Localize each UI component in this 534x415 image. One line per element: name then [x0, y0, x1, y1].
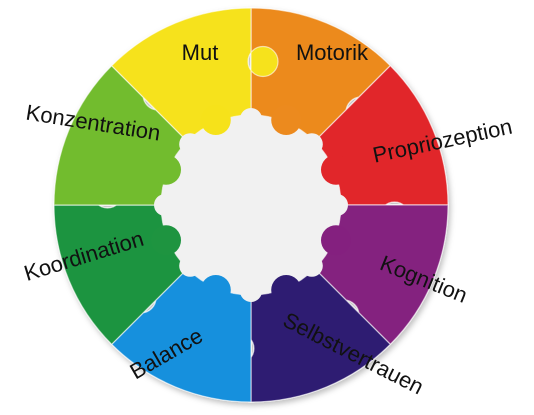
ring [53, 7, 449, 403]
inner-notch [326, 194, 348, 216]
inner-notch [240, 280, 262, 302]
inner-notch [240, 108, 262, 130]
inner-notch [300, 133, 323, 156]
label-mut: Mut [182, 40, 219, 65]
inner-notch [300, 254, 323, 277]
inner-knob [151, 154, 181, 185]
center-hole [161, 115, 341, 295]
inner-knob [200, 105, 231, 135]
inner-knob [271, 275, 302, 305]
inner-knob [151, 225, 181, 256]
inner-notch [154, 194, 176, 216]
inner-knob [200, 275, 231, 305]
inner-notch [179, 133, 202, 156]
inner-notch [179, 254, 202, 277]
inner-knob [321, 225, 351, 256]
label-motorik: Motorik [296, 40, 369, 65]
inner-knob [321, 154, 351, 185]
inner-knob [271, 105, 302, 135]
